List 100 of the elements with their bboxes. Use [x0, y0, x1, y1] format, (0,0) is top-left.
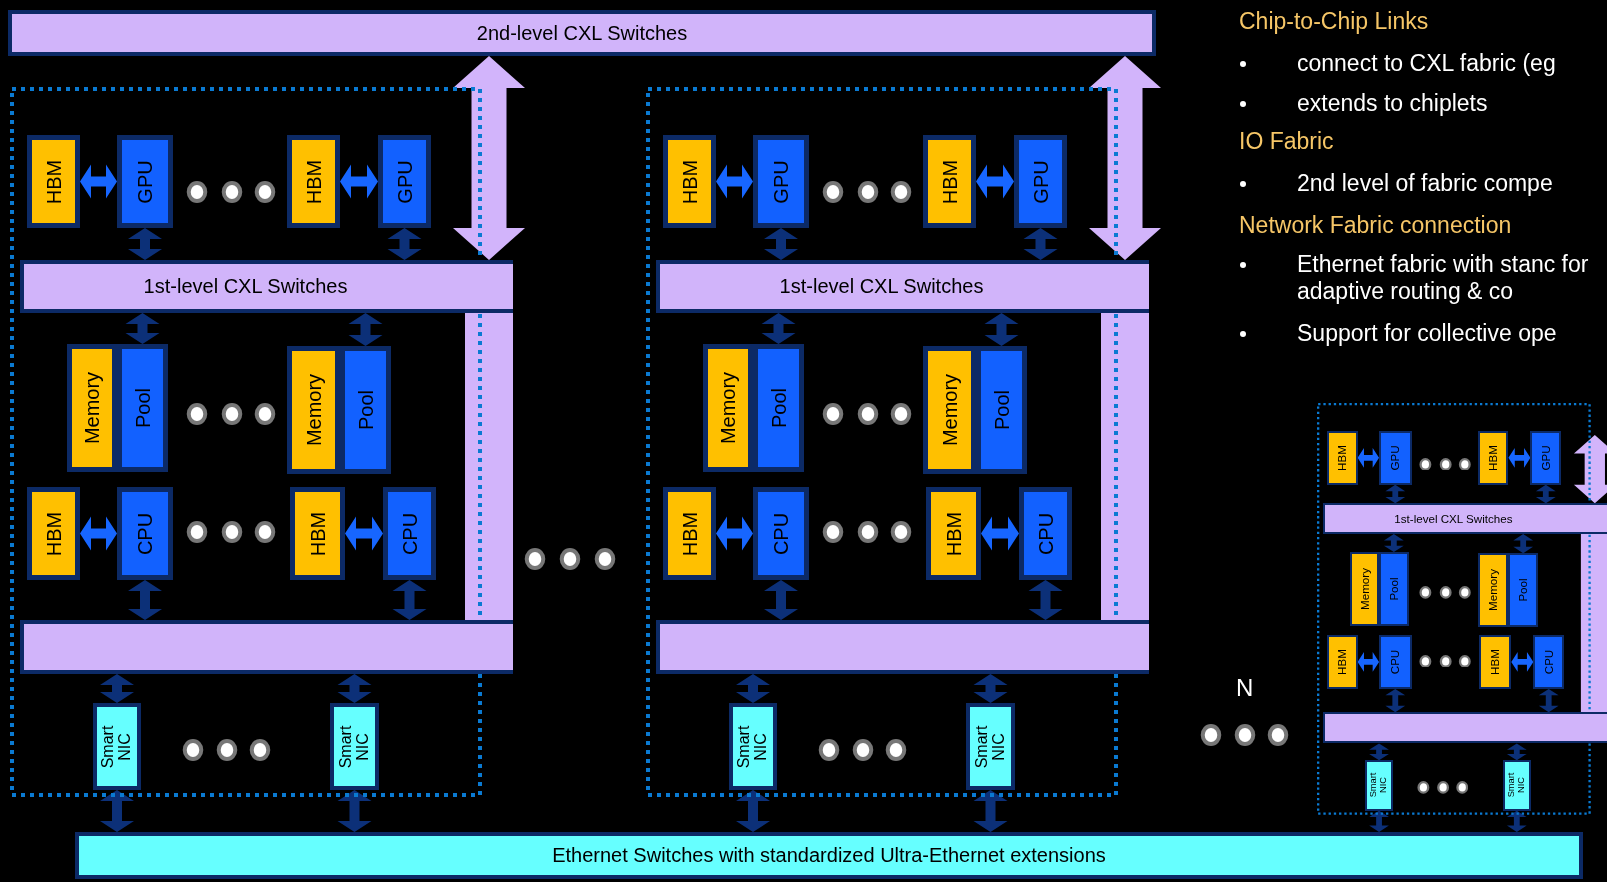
double-arrow: [736, 674, 770, 703]
chip-label: HBM: [1336, 444, 1349, 471]
chip-label: Memory: [81, 371, 103, 445]
double-arrow: [337, 790, 372, 832]
chip-label: Smart NIC: [337, 724, 372, 770]
section-heading: Network Fabric connection: [1239, 212, 1512, 239]
switch-bar: [75, 832, 1583, 879]
processor-chip: [1019, 487, 1072, 580]
double-arrow: [1506, 743, 1527, 761]
chip-label: HBM: [1486, 444, 1500, 471]
memory-chip: [27, 135, 80, 228]
chip-label: CPU: [1389, 649, 1402, 675]
chip-label: Pool: [132, 388, 153, 428]
memory-pool-module: [1379, 552, 1409, 627]
double-arrow: [125, 313, 160, 344]
memory-pool-module: [753, 344, 804, 472]
double-arrow: [337, 674, 372, 703]
double-arrow: [387, 228, 422, 260]
nic-card: [966, 703, 1015, 790]
chip-label: GPU: [394, 159, 415, 204]
chip-label: Smart NIC: [1507, 772, 1527, 800]
section-heading: IO Fabric: [1239, 128, 1334, 155]
bullet-text: Ethernet fabric with stanc for adaptive routing & co: [1297, 251, 1590, 305]
memory-pool-module: [117, 344, 168, 472]
bar-label: 1st-level CXL Switches: [143, 275, 348, 298]
memory-pool-module: [1508, 553, 1538, 628]
chip-label: GPU: [1030, 159, 1051, 204]
chip-label: HBM: [43, 511, 64, 556]
section-heading: Chip-to-Chip Links: [1239, 8, 1429, 35]
switch-bar: [656, 260, 1149, 313]
double-arrow: [100, 674, 134, 703]
double-arrow: [1508, 447, 1531, 468]
double-arrow: [128, 580, 162, 620]
processor-chip: [1014, 135, 1067, 228]
chip-label: Pool: [991, 390, 1012, 430]
memory-chip: [923, 135, 976, 228]
chip-label: CPU: [134, 512, 156, 555]
double-arrow: [1506, 810, 1527, 832]
double-arrow: [340, 164, 378, 199]
chip-label: HBM: [679, 159, 700, 204]
processor-chip: [117, 135, 173, 228]
double-arrow: [716, 516, 753, 551]
switch-bar: [8, 10, 1156, 56]
chip-label: GPU: [770, 159, 792, 204]
bullet-text: Support for collective ope: [1297, 320, 1558, 347]
chip-label: HBM: [1489, 649, 1502, 675]
memory-pool-module: [340, 346, 391, 474]
double-arrow: [100, 790, 134, 832]
switch-bar: [20, 260, 513, 313]
switch-bar: [656, 620, 1149, 674]
memory-module: [703, 344, 753, 472]
memory-module: [287, 346, 340, 474]
double-arrow: [80, 516, 117, 551]
processor-chip: [1379, 430, 1412, 485]
double-arrow: [1023, 228, 1058, 260]
double-arrow: [1513, 534, 1534, 554]
chip-label: HBM: [939, 159, 960, 204]
memory-chip: [287, 135, 340, 228]
double-arrow: [976, 164, 1014, 199]
processor-chip: [1533, 635, 1565, 689]
double-arrow: [716, 164, 753, 199]
chip-label: CPU: [1542, 649, 1555, 675]
chip-label: HBM: [303, 159, 324, 204]
double-arrow: [1369, 810, 1389, 832]
chip-label: Pool: [1387, 577, 1400, 601]
nic-card: [93, 703, 141, 790]
switch-bar: [1322, 712, 1607, 744]
chip-label: Smart NIC: [736, 724, 770, 770]
chip-label: Smart NIC: [100, 724, 134, 770]
bar-label: 1st-level CXL Switches: [1394, 512, 1513, 526]
nic-card: [729, 703, 777, 790]
memory-chip: [1477, 430, 1509, 485]
chip-label: Memory: [717, 371, 739, 445]
memory-module: [1477, 553, 1509, 628]
double-arrow: [128, 228, 162, 260]
memory-module: [67, 344, 117, 472]
memory-chip: [1479, 635, 1512, 689]
chip-label: Pool: [1517, 578, 1530, 602]
double-arrow: [1384, 534, 1404, 553]
chip-label: HBM: [1336, 649, 1349, 675]
double-arrow: [453, 56, 525, 260]
double-arrow: [1089, 56, 1161, 260]
chip-label: CPU: [770, 512, 792, 555]
connector-band: [1580, 534, 1607, 713]
double-arrow: [973, 790, 1008, 832]
chip-label: Smart NIC: [973, 724, 1008, 770]
switch-bar: [20, 620, 513, 674]
double-arrow: [345, 516, 383, 551]
count-label: N: [1236, 674, 1254, 702]
double-arrow: [981, 516, 1019, 551]
processor-chip: [1379, 635, 1412, 689]
bar-label: 1st-level CXL Switches: [779, 275, 984, 298]
chip-label: Memory: [1486, 569, 1500, 612]
memory-module: [923, 346, 976, 474]
double-arrow: [973, 674, 1008, 703]
processor-chip: [1530, 430, 1562, 485]
memory-chip: [1326, 430, 1358, 485]
chip-label: Smart NIC: [1369, 772, 1389, 800]
chip-label: Memory: [939, 373, 960, 447]
memory-chip: [1326, 635, 1358, 689]
